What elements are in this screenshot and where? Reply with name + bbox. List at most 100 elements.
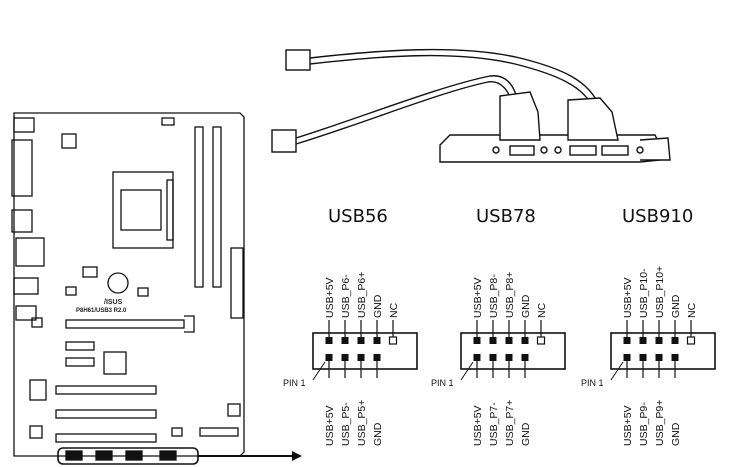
io-port-audio xyxy=(15,305,37,321)
pin xyxy=(623,354,631,361)
pin-label-top: USB_P8- xyxy=(488,274,500,318)
screw-1 xyxy=(492,146,500,154)
pci-slot-3 xyxy=(55,433,157,443)
pcie-x1-slot-2 xyxy=(65,357,95,367)
pcie-latch xyxy=(184,315,195,333)
usb-header-1 xyxy=(65,450,83,461)
pin xyxy=(655,354,663,361)
pcie-x1-slot-1 xyxy=(65,341,95,351)
pin-label-top: USB+5V xyxy=(622,277,634,318)
pin xyxy=(473,337,481,344)
fan-header xyxy=(82,266,98,278)
misc-chip-1 xyxy=(31,317,43,328)
usb-housing-right xyxy=(567,97,619,141)
pin-label-bottom: USB_P9+ xyxy=(654,400,666,446)
misc-chip-3 xyxy=(29,425,43,439)
cmos-battery xyxy=(107,272,129,294)
pin-label-bottom: GND xyxy=(372,422,384,446)
pin-label-top: USB_P10+ xyxy=(654,266,666,318)
usb-header-4 xyxy=(159,450,177,461)
pin-label-top: GND xyxy=(520,294,532,318)
pin xyxy=(521,354,529,361)
fan-header-top xyxy=(161,117,175,126)
pin1-leader xyxy=(460,361,474,381)
pin xyxy=(325,354,333,361)
io-port-usb xyxy=(15,237,45,267)
chip-right xyxy=(137,287,149,297)
pin xyxy=(357,337,365,344)
pin xyxy=(341,354,349,361)
pin xyxy=(489,354,497,361)
pin xyxy=(623,337,631,344)
header-title-usb56: USB56 xyxy=(328,206,388,227)
pin xyxy=(357,354,365,361)
cable-lower-b xyxy=(295,81,513,145)
pin-nc xyxy=(388,336,398,345)
pin xyxy=(655,337,663,344)
pin xyxy=(341,337,349,344)
dimm-slot-2 xyxy=(212,126,222,288)
pin-label-top: USB_P6- xyxy=(340,274,352,318)
cable-connector-lower xyxy=(271,129,297,153)
model-label: P8H61/USB3 R2.0 xyxy=(76,308,127,314)
io-port-vga xyxy=(11,139,33,197)
pin xyxy=(473,354,481,361)
pin-label-bottom: USB_P5- xyxy=(340,402,352,446)
pin xyxy=(505,354,513,361)
pin1-leader xyxy=(610,361,624,381)
pin-label-top: USB_P10- xyxy=(638,268,650,318)
pin-nc xyxy=(536,336,546,345)
bracket-tab xyxy=(639,137,671,161)
pcie-x16-slot xyxy=(65,319,185,329)
pin1-leader xyxy=(312,361,326,381)
port-3 xyxy=(601,145,629,156)
chip-left xyxy=(65,286,77,296)
screw-3 xyxy=(554,146,562,154)
pin-label-bottom: GND xyxy=(520,422,532,446)
pin-label-top: NC xyxy=(686,302,698,318)
pin1-label: PIN 1 xyxy=(581,378,604,388)
pin-label-bottom: USB+5V xyxy=(472,405,484,446)
pin-label-top: GND xyxy=(372,294,384,318)
port-1 xyxy=(509,145,535,156)
pin xyxy=(489,337,497,344)
pin xyxy=(373,354,381,361)
pointer-arrow xyxy=(198,451,302,461)
pin1-label: PIN 1 xyxy=(431,378,454,388)
pin xyxy=(325,337,333,344)
pin-label-bottom: USB_P5+ xyxy=(356,400,368,446)
dimm-slot-1 xyxy=(194,126,204,288)
port-2 xyxy=(569,145,597,156)
header-title-usb910: USB910 xyxy=(622,206,694,227)
cable-lower xyxy=(295,75,519,139)
southbridge xyxy=(103,351,127,375)
pin xyxy=(639,354,647,361)
cpu-socket-inner xyxy=(120,189,162,231)
board-outline xyxy=(13,112,245,457)
pin xyxy=(505,337,513,344)
cable-connector-upper xyxy=(285,49,311,71)
pin xyxy=(671,354,679,361)
pin-label-top: NC xyxy=(536,302,548,318)
header-title-usb78: USB78 xyxy=(476,206,536,227)
screw-4 xyxy=(636,146,644,154)
sata-connector xyxy=(227,403,241,417)
pin-label-top: NC xyxy=(388,302,400,318)
header-box xyxy=(610,332,716,370)
front-panel-header xyxy=(199,427,239,437)
header-box xyxy=(312,332,418,370)
pin-nc xyxy=(686,336,696,345)
atx-power-connector xyxy=(230,247,244,319)
cpu-lever xyxy=(166,179,174,241)
pin xyxy=(373,337,381,344)
pin xyxy=(671,337,679,344)
pin-label-top: USB+5V xyxy=(324,277,336,318)
pci-slot-2 xyxy=(55,409,157,419)
misc-chip-4 xyxy=(171,427,183,437)
pin xyxy=(639,337,647,344)
brand-label: /ISUS xyxy=(104,299,123,306)
